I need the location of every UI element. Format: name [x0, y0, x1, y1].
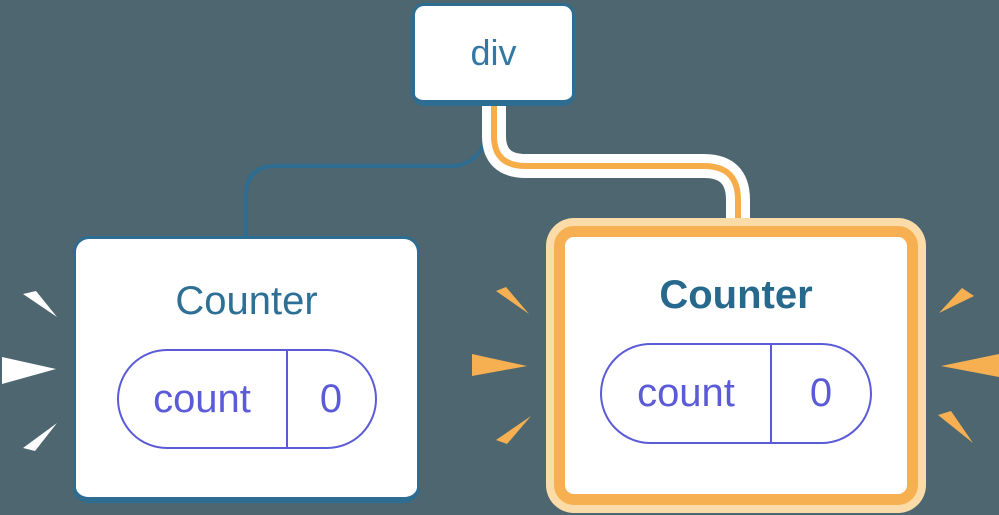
root-node-div: div: [412, 3, 575, 106]
spark-burst-icon: [2, 357, 56, 384]
state-value: 0: [319, 376, 343, 421]
spark-burst-icon: [938, 411, 973, 443]
counter-title: Counter: [659, 273, 813, 317]
spark-burst-icon: [23, 291, 57, 317]
state-key-label: count: [119, 351, 288, 447]
root-node-label: div: [470, 32, 517, 73]
spark-burst-icon: [472, 354, 527, 376]
connector-left-edge: [244, 103, 492, 238]
state-pill: count 0: [600, 343, 872, 444]
counter-title: Counter: [175, 279, 318, 323]
spark-burst-icon: [23, 423, 57, 451]
spark-burst-icon: [496, 416, 531, 444]
state-key-label: count: [602, 345, 772, 442]
connector-right-edge: [491, 104, 741, 232]
state-pill: count 0: [116, 349, 377, 449]
state-value: 0: [809, 371, 833, 415]
counter-node-right-highlighted: Counter count 0: [554, 226, 918, 505]
counter-node-left: Counter count 0: [73, 236, 420, 503]
spark-burst-icon: [941, 354, 999, 377]
spark-burst-icon: [939, 288, 974, 313]
spark-burst-icon: [496, 287, 529, 314]
